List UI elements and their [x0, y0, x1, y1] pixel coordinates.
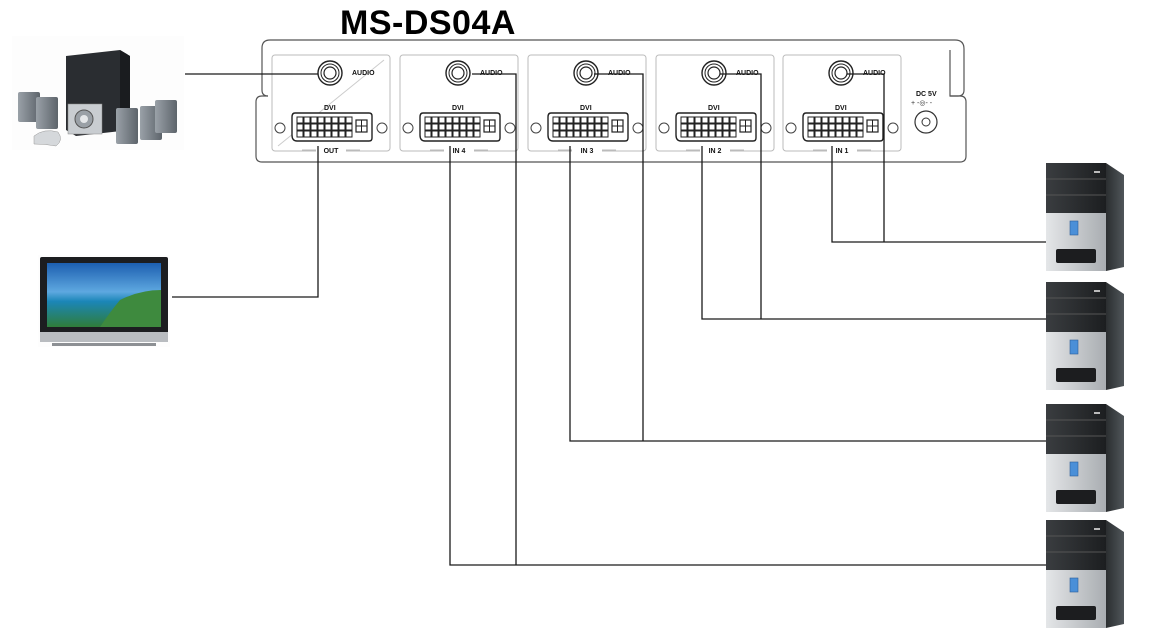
- power-jack-inner: [921, 117, 931, 127]
- module-out: AUDIO DVI OUT: [271, 54, 391, 155]
- screw-hole: [632, 122, 644, 134]
- speaker-system-icon: [12, 36, 184, 150]
- wire-in2-audio: [720, 73, 762, 319]
- dvi-port-in1[interactable]: [802, 112, 884, 142]
- screw-hole: [760, 122, 772, 134]
- port-label: IN 2: [709, 148, 722, 155]
- dvi-label: DVI: [580, 105, 592, 112]
- wire-in3-audio: [594, 73, 644, 441]
- wire-in4-dvi: [449, 146, 1048, 566]
- audio-label: AUDIO: [352, 70, 375, 77]
- screw-hole: [530, 122, 542, 134]
- screw-hole: [274, 122, 286, 134]
- wire-in2-dvi: [701, 146, 1048, 320]
- audio-jack-in4[interactable]: [445, 60, 471, 86]
- computer-tower-icon: [1046, 520, 1124, 628]
- wire-in1-dvi: [831, 146, 1048, 243]
- audio-jack-out[interactable]: [317, 60, 343, 86]
- port-label: IN 3: [581, 148, 594, 155]
- wire-in1-audio: [847, 73, 885, 242]
- dvi-label: DVI: [708, 105, 720, 112]
- flat-panel-display-icon: [38, 255, 170, 347]
- power-polarity-symbol: + -◎- -: [911, 100, 933, 107]
- dvi-port-in4[interactable]: [419, 112, 501, 142]
- screw-hole: [504, 122, 516, 134]
- computer-tower-icon: [1046, 163, 1124, 271]
- dc-power-jack[interactable]: DC 5V + -◎- -: [911, 91, 938, 134]
- port-label: IN 4: [453, 148, 466, 155]
- port-label: IN 1: [836, 148, 849, 155]
- screw-hole: [658, 122, 670, 134]
- dvi-port-out[interactable]: [291, 112, 373, 142]
- power-label: DC 5V: [916, 91, 937, 98]
- screw-hole: [785, 122, 797, 134]
- dvi-port-in3[interactable]: [547, 112, 629, 142]
- device-model-title: MS-DS04A: [340, 4, 516, 42]
- audio-jack-in3[interactable]: [573, 60, 599, 86]
- dvi-port-in2[interactable]: [675, 112, 757, 142]
- screw-hole: [376, 122, 388, 134]
- wire-out-dvi-to-display: [172, 146, 319, 298]
- switcher-panel: [255, 39, 967, 163]
- screw-hole: [402, 122, 414, 134]
- wire-in4-audio: [472, 73, 517, 565]
- dvi-label: DVI: [324, 105, 336, 112]
- screw-hole: [887, 122, 899, 134]
- audio-jack-in2[interactable]: [701, 60, 727, 86]
- dvi-label: DVI: [452, 105, 464, 112]
- wire-in3-dvi: [569, 146, 1046, 442]
- port-label: OUT: [324, 148, 340, 155]
- computer-tower-icon: [1046, 282, 1124, 390]
- audio-jack-in1[interactable]: [828, 60, 854, 86]
- dvi-label: DVI: [835, 105, 847, 112]
- computer-tower-icon: [1046, 404, 1124, 512]
